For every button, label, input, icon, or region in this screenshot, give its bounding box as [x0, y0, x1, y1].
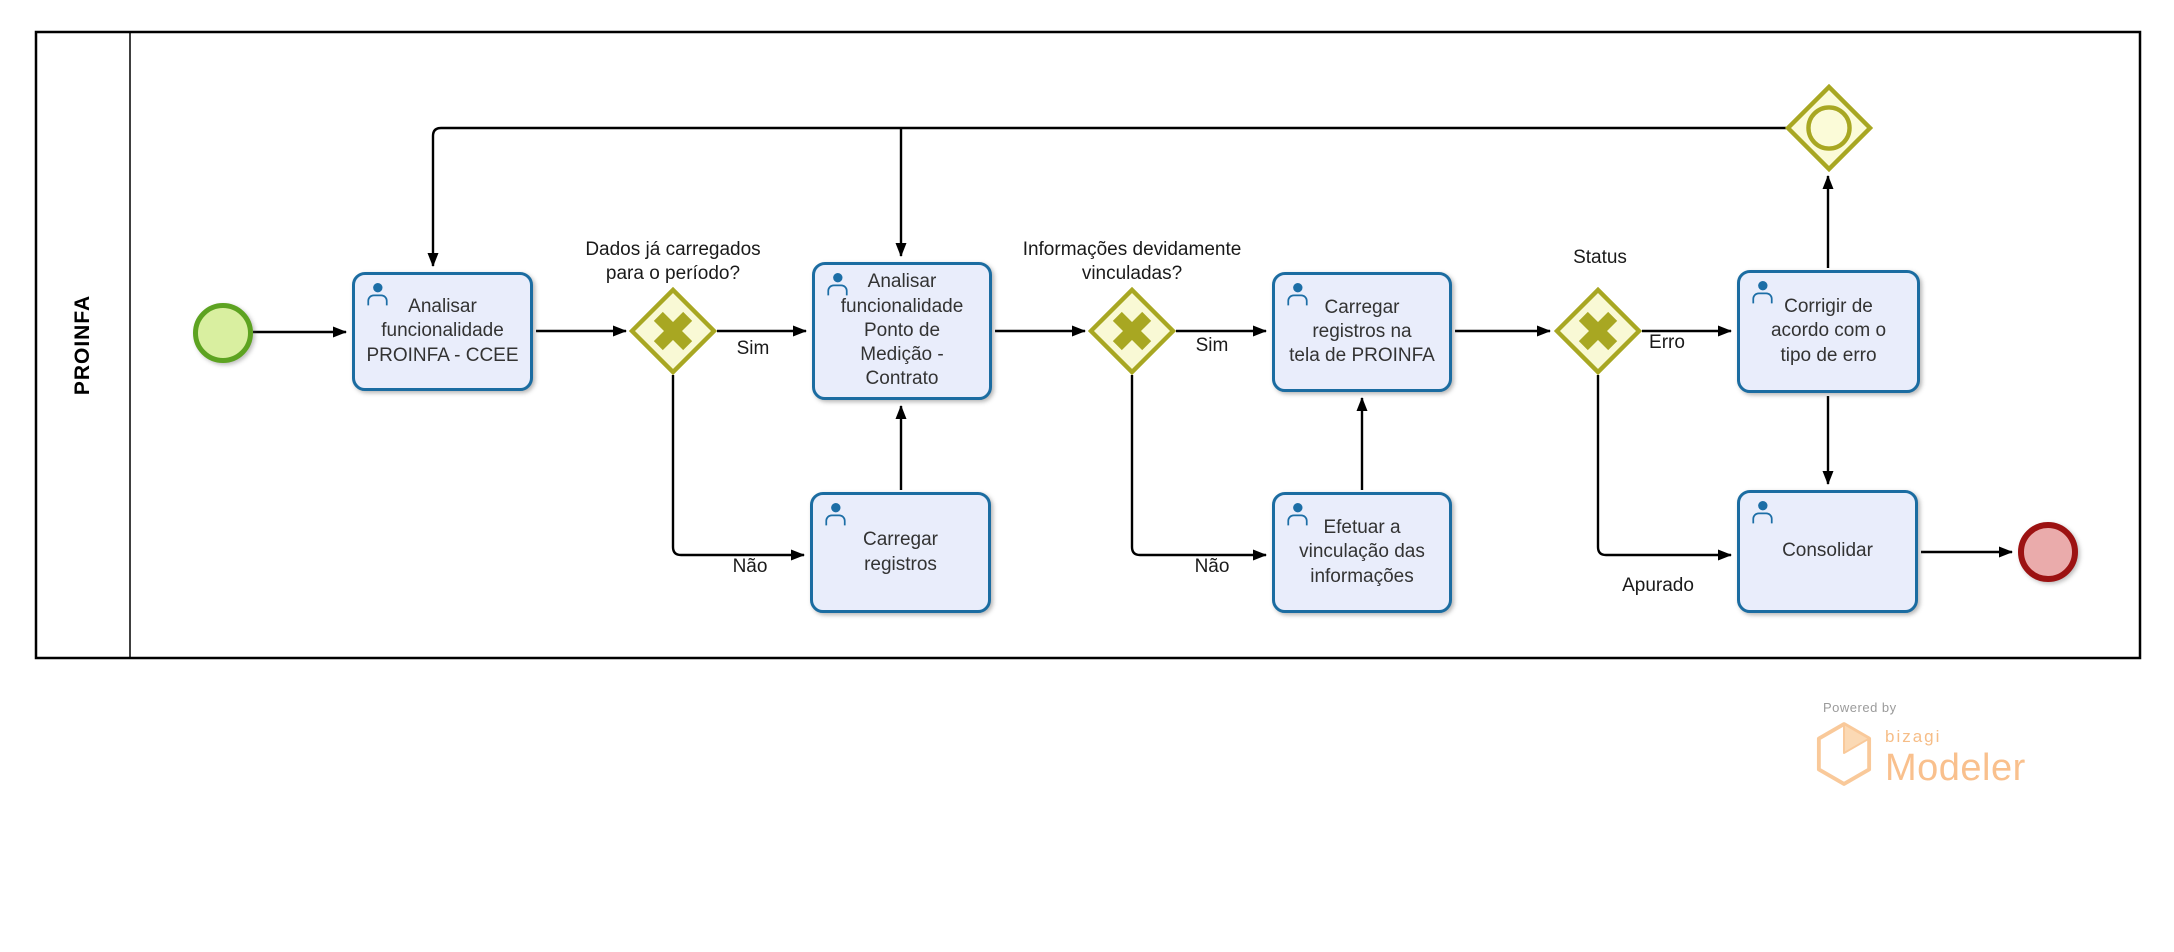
- task-carregar-registros-tela-proinfa[interactable]: Carregar registros na tela de PROINFA: [1272, 272, 1452, 392]
- task-label: Carregar registros na tela de PROINFA: [1289, 296, 1435, 367]
- gateway-question-dados-carregados: Dados já carregados para o período?: [585, 239, 761, 284]
- user-task-icon: [1287, 502, 1308, 526]
- gateway-question-informacoes-vinculadas: Informações devidamente vinculadas?: [1022, 239, 1242, 284]
- powered-by-text: Powered by: [1823, 700, 1897, 715]
- start-event[interactable]: [193, 303, 253, 363]
- gateway-dados-ja-carregados[interactable]: [629, 287, 717, 375]
- task-analisar-funcionalidade-proinfa-ccee[interactable]: Analisar funcionalidade PROINFA - CCEE: [352, 272, 533, 391]
- task-label: Analisar funcionalidade PROINFA - CCEE: [366, 296, 519, 366]
- task-label: Analisar funcionalidade Ponto de Medição…: [840, 271, 964, 390]
- end-event[interactable]: [2018, 522, 2078, 582]
- bizagi-hexagon-icon: [1816, 722, 1872, 786]
- user-task-icon: [367, 282, 388, 306]
- bizagi-wordmark: bizagi: [1885, 727, 1942, 746]
- task-corrigir-tipo-erro[interactable]: Corrigir de acordo com o tipo de erro: [1737, 270, 1920, 393]
- task-consolidar[interactable]: Consolidar: [1737, 490, 1918, 613]
- task-label: Carregar registros: [863, 529, 938, 575]
- edge-label-nao-1: Não: [732, 556, 768, 577]
- task-carregar-registros[interactable]: Carregar registros: [810, 492, 991, 613]
- flow-gw1-nao-to-carregar-registros: [671, 375, 805, 561]
- modeler-wordmark: Modeler: [1885, 747, 2026, 789]
- pool-proinfa[interactable]: [34, 30, 2142, 660]
- task-efetuar-vinculacao-informacoes[interactable]: Efetuar a vinculação das informações: [1272, 492, 1452, 613]
- user-task-icon: [1752, 500, 1773, 524]
- gateway-question-status: Status: [1573, 247, 1627, 268]
- bizagi-branding: Powered by bizagi Modeler: [1815, 700, 2095, 790]
- lane-label-proinfa: PROINFA: [36, 32, 130, 658]
- edge-label-sim-1: Sim: [736, 338, 770, 359]
- edge-label-erro: Erro: [1649, 332, 1685, 353]
- task-label: Corrigir de acordo com o tipo de erro: [1770, 296, 1887, 366]
- edge-label-nao-2: Não: [1194, 556, 1230, 577]
- edge-label-apurado: Apurado: [1622, 575, 1694, 596]
- task-label: Consolidar: [1782, 540, 1873, 562]
- gateway-informacoes-vinculadas[interactable]: [1088, 287, 1176, 375]
- gateway-status[interactable]: [1554, 287, 1642, 375]
- event-based-gateway[interactable]: [1785, 84, 1873, 172]
- lane-label-text: PROINFA: [71, 294, 94, 396]
- flow-gw2-nao-to-efetuar-vinculacao: [1130, 375, 1267, 561]
- task-label: Efetuar a vinculação das informações: [1299, 517, 1425, 587]
- edge-label-sim-2: Sim: [1195, 335, 1229, 356]
- flow-event-gateway-to-analisar-ccee: [427, 126, 1786, 267]
- user-task-icon: [1287, 282, 1308, 306]
- user-task-icon: [825, 502, 846, 526]
- flow-status-apurado-to-consolidar: [1596, 375, 1732, 561]
- task-analisar-funcionalidade-ponto-medicao[interactable]: Analisar funcionalidade Ponto de Medição…: [812, 262, 992, 400]
- user-task-icon: [827, 272, 848, 296]
- user-task-icon: [1752, 280, 1773, 304]
